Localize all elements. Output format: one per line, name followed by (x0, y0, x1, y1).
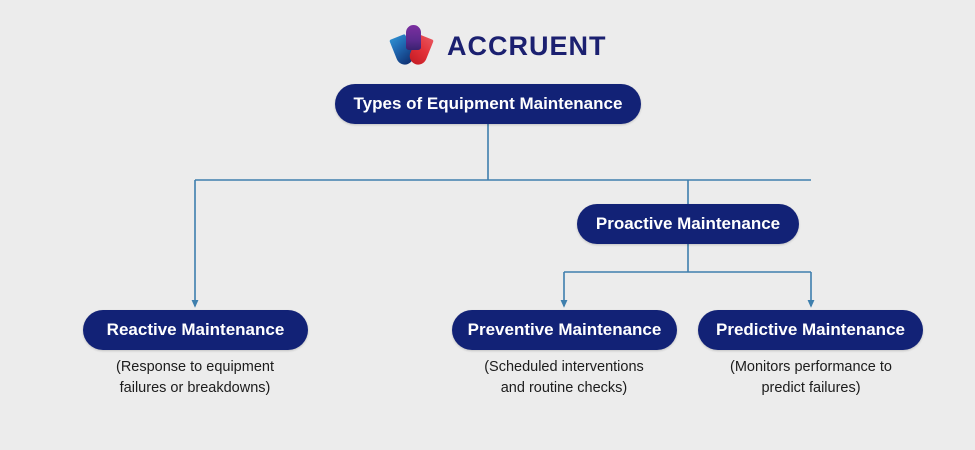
caption-preventive-maintenance: (Scheduled interventions and routine che… (449, 357, 679, 399)
accruent-logo-icon (389, 25, 437, 68)
caption-line: (Monitors performance to (730, 359, 892, 375)
node-types-of-equipment-maintenance[interactable]: Types of Equipment Maintenance (335, 84, 641, 124)
node-proactive-maintenance[interactable]: Proactive Maintenance (577, 204, 799, 244)
caption-line: failures or breakdowns) (119, 380, 271, 397)
caption-line: (Response to equipment (116, 359, 274, 375)
caption-line: predict failures) (761, 380, 861, 397)
caption-line: and routine checks) (500, 380, 628, 397)
node-reactive-maintenance[interactable]: Reactive Maintenance (83, 310, 308, 350)
brand-wordmark: ACCRUENT (447, 30, 607, 61)
brand-logo: ACCRUENT (389, 24, 607, 68)
caption-line: (Scheduled interventions (484, 359, 644, 375)
caption-reactive-maintenance: (Response to equipment failures or break… (80, 357, 310, 399)
logo-purple-teardrop-icon (406, 25, 421, 50)
node-preventive-maintenance[interactable]: Preventive Maintenance (452, 310, 677, 350)
caption-predictive-maintenance: (Monitors performance to predict failure… (696, 357, 926, 399)
node-predictive-maintenance[interactable]: Predictive Maintenance (698, 310, 923, 350)
